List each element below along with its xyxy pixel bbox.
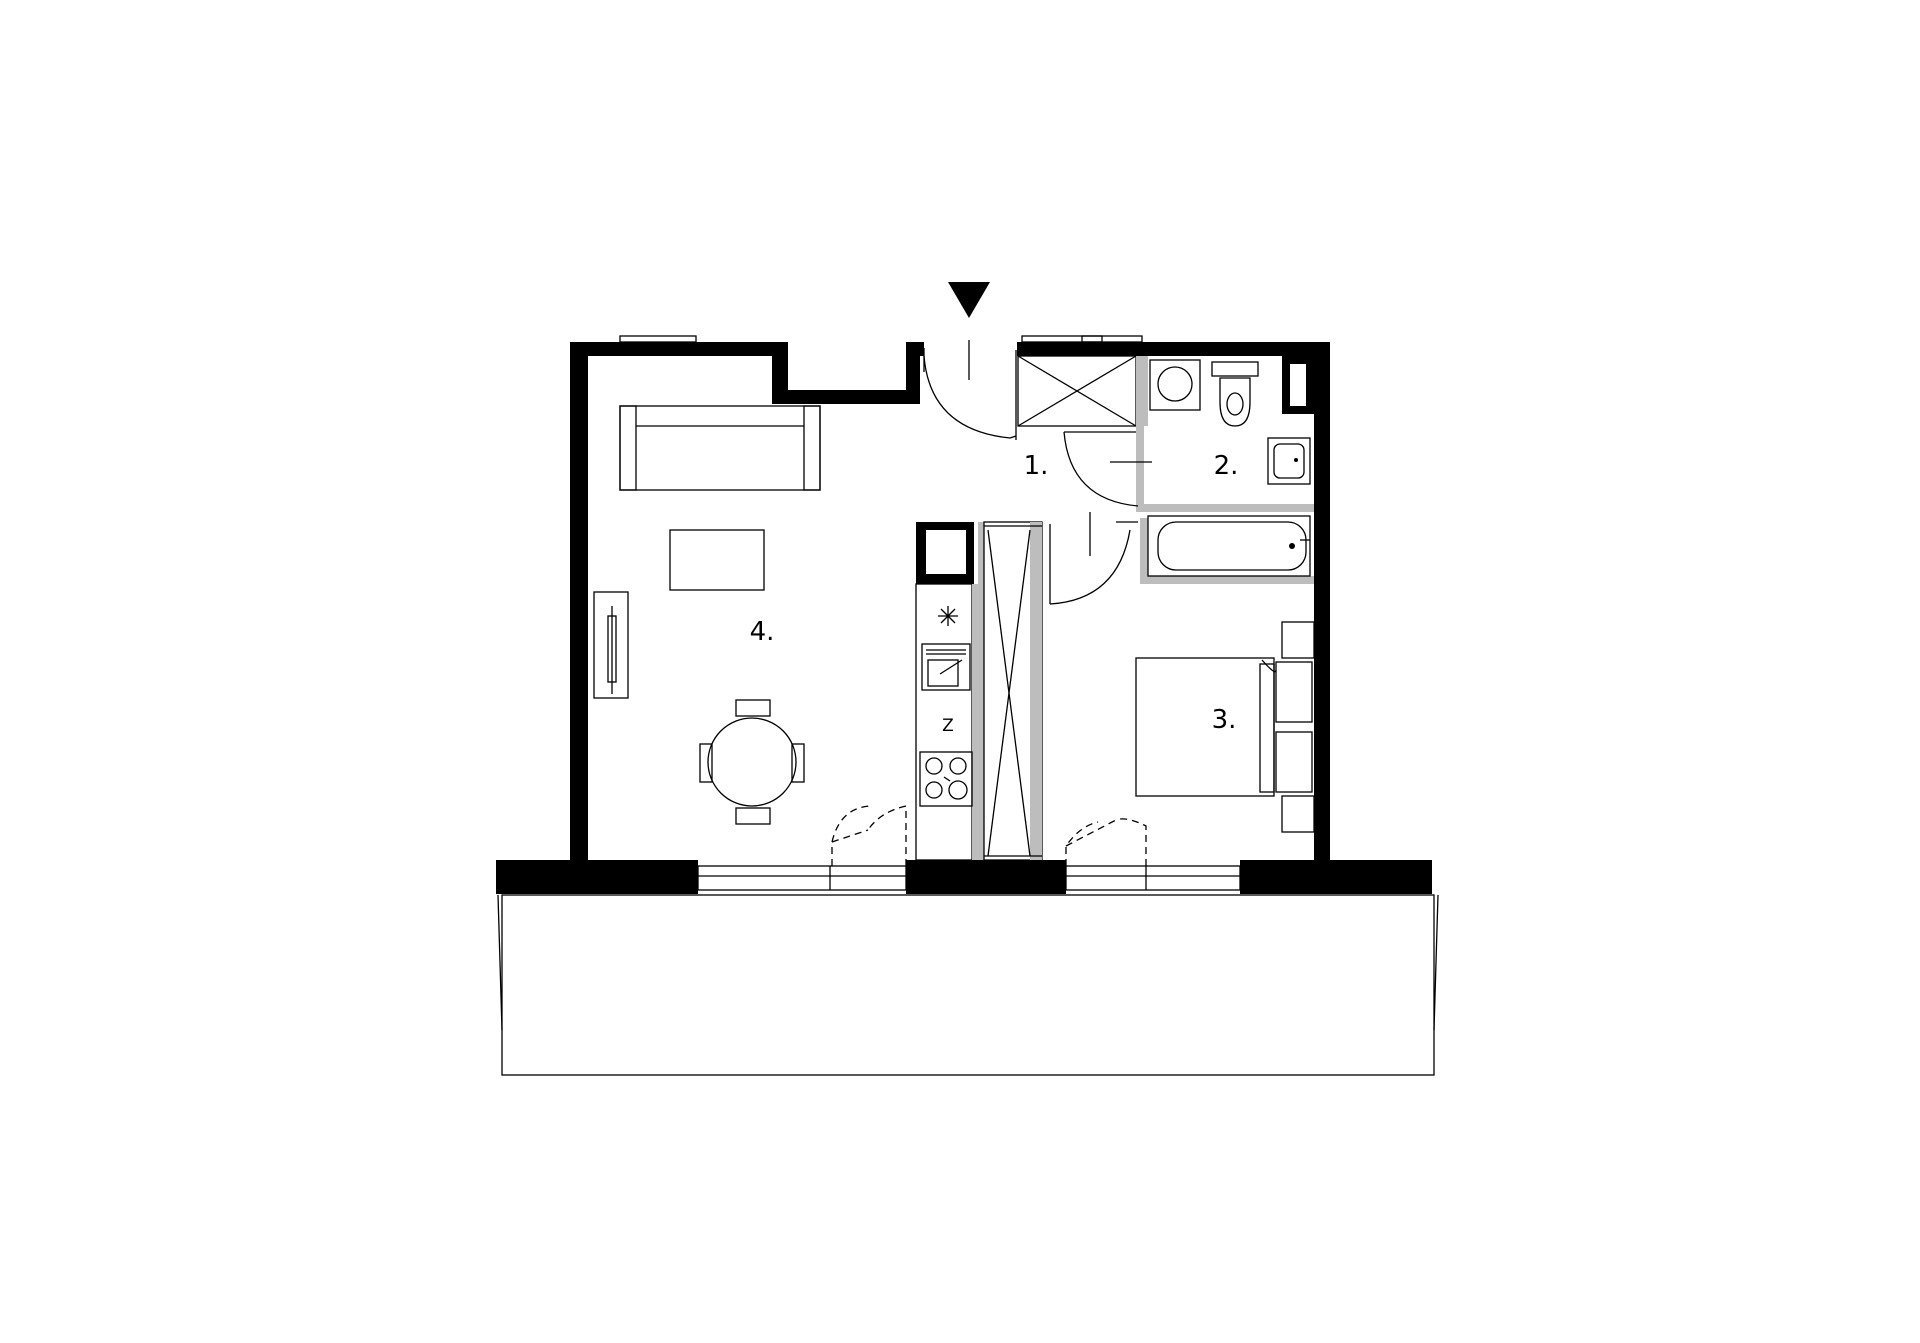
bedroom — [1135, 621, 1315, 833]
bedroom-door — [1049, 512, 1138, 605]
bathroom — [1063, 356, 1314, 584]
room-label-2: 2. — [1214, 451, 1239, 481]
room-label-1: 1. — [1024, 451, 1049, 481]
room-label-4: 4. — [750, 617, 775, 647]
balcony-door-left — [831, 805, 907, 866]
kitchen: Z — [915, 521, 1043, 861]
entrance — [923, 282, 1017, 440]
bathtub-icon — [1147, 515, 1311, 577]
hall-wardrobe — [1017, 355, 1148, 427]
fan-icon — [938, 606, 958, 626]
kitchen-sink-icon — [921, 643, 971, 691]
washing-machine-icon — [1149, 359, 1201, 411]
pillow — [1275, 661, 1313, 723]
living-room — [593, 405, 821, 825]
room-label-3: 3. — [1212, 705, 1237, 735]
stove-icon — [919, 751, 973, 807]
fridge-label: Z — [942, 716, 954, 736]
pillow — [1275, 731, 1313, 793]
windows — [697, 865, 1241, 891]
sofa — [619, 405, 821, 491]
entrance-arrow-icon — [948, 282, 990, 318]
nightstand — [1281, 795, 1315, 833]
balcony-door-right — [1065, 818, 1147, 866]
sink-icon — [1267, 437, 1311, 485]
toilet-icon — [1211, 361, 1259, 427]
nightstand — [1281, 621, 1315, 659]
bed — [1135, 657, 1275, 797]
tv-unit — [593, 591, 629, 699]
coffee-table — [669, 529, 765, 591]
exterior-walls — [496, 335, 1432, 894]
dining-table — [699, 699, 805, 825]
balcony — [497, 894, 1439, 1076]
